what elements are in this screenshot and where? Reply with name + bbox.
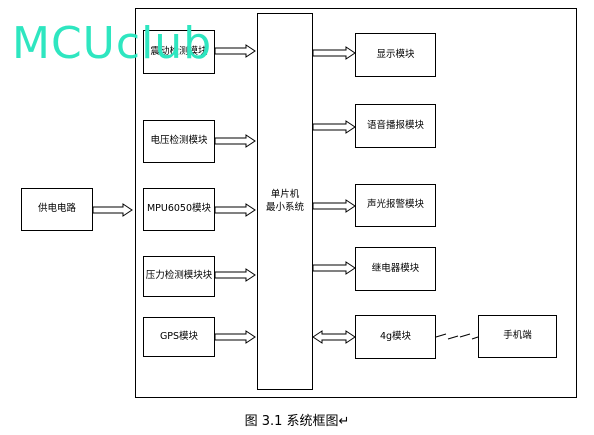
mcuclub-watermark-logo: MCUclub xyxy=(12,18,213,69)
pressure-detect-block: 压力检测模块块 xyxy=(143,256,215,297)
arrow-vibration-to-mcu xyxy=(214,44,256,58)
arrow-mcu-to-relay xyxy=(312,261,356,275)
system-frame xyxy=(135,8,577,398)
gps-block: GPS模块 xyxy=(143,317,215,357)
arrow-mcu-to-alarm xyxy=(312,199,356,213)
arrow-mcu-cell-bidirectional xyxy=(312,330,356,344)
power-supply-block: 供电电路 xyxy=(21,188,93,231)
voice-broadcast-block: 语音播报模块 xyxy=(355,104,436,148)
arrow-voltage-to-mcu xyxy=(214,134,256,148)
voltage-detect-block: 电压检测模块 xyxy=(143,120,215,163)
relay-block: 继电器模块 xyxy=(355,247,436,291)
arrow-mcu-to-voice xyxy=(312,120,356,134)
4g-module-block: 4g模块 xyxy=(355,315,436,359)
mcu-minimum-system-block: 单片机 最小系统 xyxy=(257,13,313,390)
arrow-mpu-to-mcu xyxy=(214,203,256,217)
arrow-gps-to-mcu xyxy=(214,330,256,344)
phone-block: 手机端 xyxy=(478,315,557,358)
display-block: 显示模块 xyxy=(355,33,436,77)
arrow-power-to-frame xyxy=(92,203,133,217)
vibration-detect-block: 震动检测模块 xyxy=(143,30,215,74)
sound-light-alarm-block: 声光报警模块 xyxy=(355,184,436,227)
figure-caption: 图 3.1 系统框图↵ xyxy=(244,414,350,429)
arrow-mcu-to-display xyxy=(312,46,356,60)
arrow-pressure-to-mcu xyxy=(214,268,256,282)
mpu6050-block: MPU6050模块 xyxy=(143,188,215,231)
wireless-link-cell-phone xyxy=(435,333,479,340)
